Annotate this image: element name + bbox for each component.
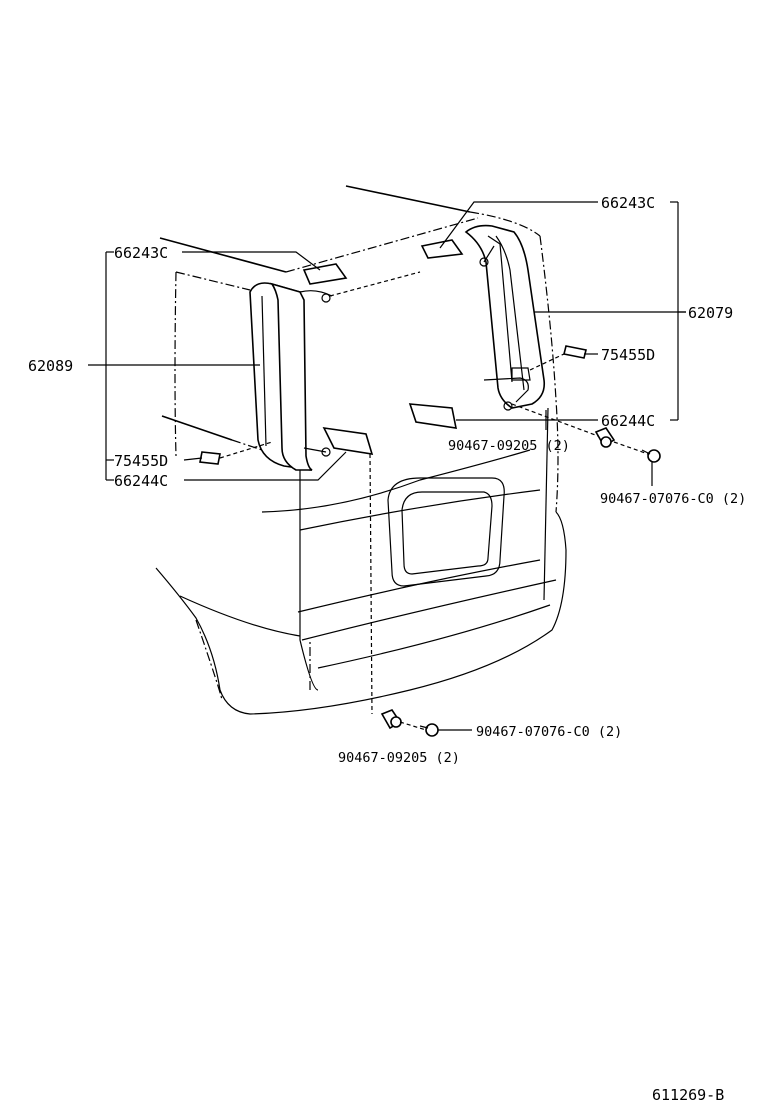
callout-clip-right: 90467-09205 (2)	[448, 438, 570, 454]
clip-right-icon	[594, 427, 616, 448]
clip-bottom-icon	[380, 709, 402, 730]
small-parts	[199, 239, 587, 465]
left-pad	[199, 451, 221, 465]
right-pad	[563, 345, 587, 359]
vehicle-body-outline	[155, 185, 567, 715]
callout-right-upper-cover: 66243C	[601, 194, 655, 212]
left-lower-cover	[322, 426, 374, 455]
callout-right-pad: 75455D	[601, 346, 655, 364]
callout-left-lamp: 62089	[28, 357, 73, 375]
left-combination-lamp	[249, 282, 333, 471]
figure-id: 611269-B	[652, 1086, 724, 1104]
left-upper-cover	[302, 263, 348, 285]
callout-clip-bottom: 90467-09205 (2)	[338, 750, 460, 766]
callout-left-lower-cover: 66244C	[114, 472, 168, 490]
callouts: 66243C 62089 75455D 66244C 66243C 62079 …	[28, 194, 746, 1104]
right-upper-cover	[420, 239, 464, 259]
leader-lines	[88, 201, 686, 731]
right-lower-cover	[408, 403, 458, 429]
callout-screw-right: 90467-07076-C0 (2)	[600, 491, 746, 507]
callout-screw-bottom: 90467-07076-C0 (2)	[476, 724, 622, 740]
callout-left-pad: 75455D	[114, 452, 168, 470]
screw-right-icon	[641, 449, 661, 463]
screw-bottom-icon	[419, 723, 439, 737]
callout-left-upper-cover: 66243C	[114, 244, 168, 262]
callout-right-lamp: 62079	[688, 304, 733, 322]
right-combination-lamp	[464, 224, 546, 411]
callout-right-lower-cover: 66244C	[601, 412, 655, 430]
fasteners	[380, 427, 661, 737]
